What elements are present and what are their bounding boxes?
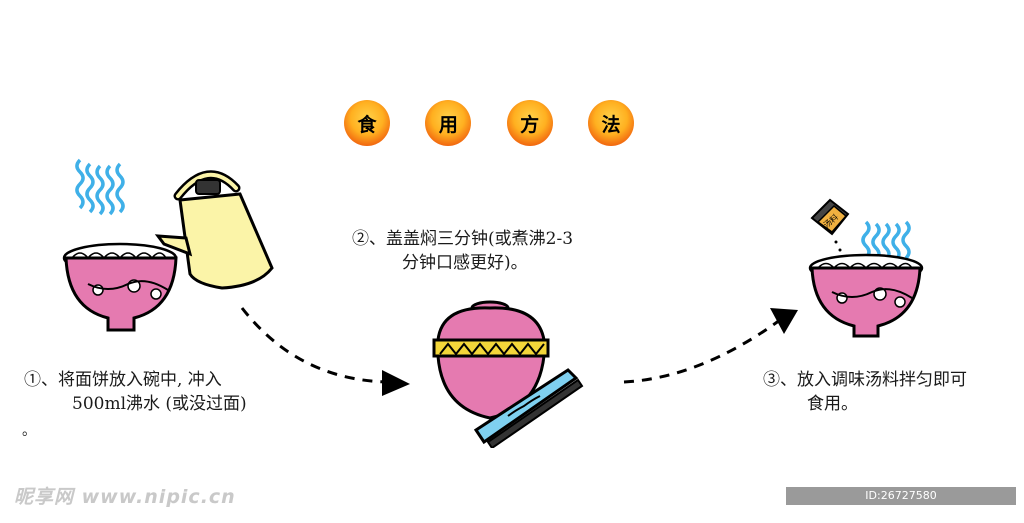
- step-1-text: ①、将面饼放入碗中, 冲入 500ml沸水 (或没过面): [24, 368, 294, 416]
- step-1-line-1: ①、将面饼放入碗中, 冲入: [24, 370, 222, 390]
- title-row: 食 用 方 法: [344, 100, 634, 146]
- title-badge-1: 食: [344, 100, 390, 146]
- step-2-text: ②、盖盖焖三分钟(或煮沸2-3 分钟口感更好)。: [352, 227, 652, 275]
- arrow-1: [240, 307, 410, 396]
- bowl-kettle-illustration: [62, 158, 274, 332]
- watermark-right: ID:26727580 NO:20200829144550019000: [786, 487, 1016, 520]
- title-badge-4: 法: [587, 100, 634, 146]
- covered-bowl-illustration: [432, 300, 584, 448]
- step-2-line-1: ②、盖盖焖三分钟(或煮沸2-3: [352, 229, 574, 249]
- title-badge-2: 用: [425, 100, 472, 146]
- arrow-2: [623, 308, 798, 384]
- seasoning-bowl-illustration: 汤料: [808, 198, 924, 338]
- step-3-line-2: 食用。: [807, 394, 858, 414]
- title-badge-3: 方: [506, 100, 553, 146]
- kettle-icon: [154, 170, 274, 290]
- steam-icon: [861, 220, 911, 262]
- steam-icon: [75, 158, 125, 216]
- seasoning-packet-icon: 汤料: [810, 198, 850, 260]
- step-2-line-2: 分钟口感更好)。: [402, 253, 528, 273]
- chopsticks-icon: [473, 368, 584, 448]
- step-1-line-2: 500ml沸水 (或没过面): [72, 394, 247, 414]
- step-3-text: ③、放入调味汤料拌匀即可 食用。: [763, 368, 1023, 416]
- step-1-tail: 。: [22, 423, 36, 439]
- step-3-line-1: ③、放入调味汤料拌匀即可: [763, 370, 967, 390]
- watermark-left: 昵享网 www.nipic.cn: [14, 486, 236, 508]
